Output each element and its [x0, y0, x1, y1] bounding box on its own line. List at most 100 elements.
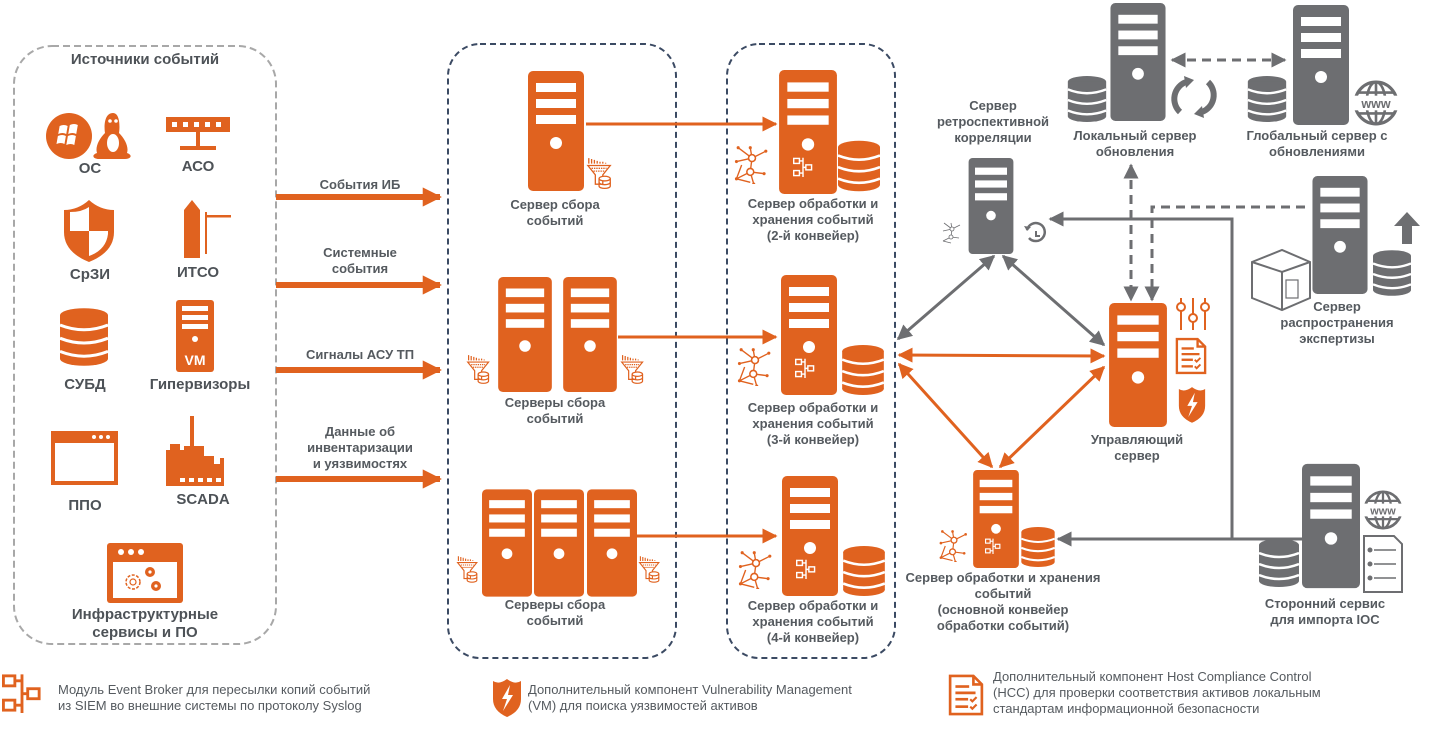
factory-icon	[166, 416, 224, 486]
processor-label-4: Сервер обработки и хранения событий (4-й…	[747, 598, 879, 645]
legend-event-broker-icon	[2, 673, 41, 713]
ioc-server	[1302, 463, 1360, 589]
local-update-server-group	[1067, 3, 1217, 122]
global-update-server-group	[1247, 5, 1399, 126]
arrow-retro-processors	[896, 254, 996, 341]
source-label-os: ОС	[78, 160, 102, 177]
database-icon	[838, 140, 880, 192]
turnstile-icon	[184, 200, 231, 258]
collector-server	[498, 277, 552, 392]
database-icon	[842, 345, 884, 395]
windows-linux-icon	[46, 113, 131, 159]
correlation-network-icon	[942, 222, 961, 244]
flow-label-4: Данные об инвентаризации и уязвимостях	[307, 424, 413, 471]
refresh-icon	[1171, 79, 1217, 115]
database-icon	[843, 546, 885, 596]
legend-hcc-document-icon	[948, 674, 984, 716]
legend-vm-text: Дополнительный компонент Vulnerability M…	[528, 682, 852, 713]
database-icon	[1247, 76, 1287, 122]
processor-server	[782, 476, 838, 596]
collector-to-processor-arrows	[586, 116, 778, 544]
manager-label: Управляющий сервер	[1090, 432, 1184, 463]
upload-arrow-icon	[1394, 212, 1420, 244]
arrow-retro-manager	[1001, 254, 1106, 347]
ioc-feed-line	[1048, 211, 1302, 541]
correlation-network-icon	[738, 551, 773, 589]
source-label-aso: АСО	[181, 158, 215, 175]
correlation-network-icon	[734, 146, 769, 184]
legend-vm-shield-icon	[493, 679, 521, 717]
hcc-document-icon	[1175, 337, 1207, 375]
shield-icon	[64, 200, 114, 262]
package-icon	[1251, 248, 1311, 312]
collector-server	[534, 489, 584, 597]
www-globe-icon	[1363, 490, 1403, 530]
main-processor-server	[973, 470, 1019, 568]
expertise-server	[1312, 176, 1368, 294]
expertise-server-group	[1251, 176, 1420, 312]
collectors-boundary	[447, 43, 677, 659]
processor-label-2: Сервер обработки и хранения событий (2-й…	[747, 196, 879, 243]
funnel-icon	[456, 555, 478, 583]
global-update-label: Глобальный сервер с обновлениями	[1246, 128, 1388, 159]
manager-server	[1109, 303, 1167, 427]
manager-server-group	[1109, 298, 1210, 427]
processor-3	[737, 275, 884, 395]
retro-server-group	[942, 158, 1047, 254]
flow-arrows	[276, 187, 442, 489]
arrow-processors-manager	[897, 347, 1106, 364]
app-window-icon	[51, 431, 118, 485]
flow-label-2: Системные события	[323, 245, 397, 276]
retro-server	[968, 158, 1014, 254]
update-lines	[1123, 52, 1305, 302]
source-label-subd: СУБД	[64, 376, 106, 393]
funnel-icon	[467, 354, 490, 384]
source-label-scada: SCADA	[176, 491, 230, 508]
www-globe-icon	[1353, 80, 1399, 126]
collector-server	[587, 489, 637, 597]
ioc-label: Сторонний сервис для импорта IOC	[1264, 596, 1386, 627]
svg-text:VM: VM	[185, 352, 206, 368]
processor-label-3: Сервер обработки и хранения событий (3-й…	[747, 400, 879, 447]
collector-server	[563, 277, 617, 392]
local-update-label: Локальный сервер обновления	[1073, 128, 1197, 159]
network-switch-icon	[166, 117, 230, 150]
processor-server	[779, 70, 837, 194]
legend-hcc-text: Дополнительный компонент Host Compliance…	[993, 669, 1321, 716]
funnel-icon	[638, 555, 660, 583]
window-gears-icon	[107, 543, 183, 603]
expertise-label: Сервер распространения экспертизы	[1280, 299, 1394, 346]
correlation-network-icon	[737, 348, 772, 386]
arrow-processors-main	[897, 362, 994, 469]
funnel-icon	[621, 354, 644, 384]
sources-boundary	[13, 45, 277, 645]
arrow-main-manager	[998, 365, 1106, 469]
main-processor-label: Сервер обработки и хранения событий (осн…	[905, 570, 1101, 633]
processor-2	[734, 70, 880, 194]
flow-label-1: События ИБ	[319, 177, 401, 192]
correlation-network-icon	[938, 530, 968, 562]
retro-label: Сервер ретроспективной корреляции	[936, 98, 1050, 145]
database-icon	[1021, 527, 1055, 567]
expertise-manager-line	[1144, 205, 1305, 302]
local-update-server	[1110, 3, 1166, 121]
flow-label-3: Сигналы АСУ ТП	[305, 347, 415, 362]
database-icon	[1259, 537, 1299, 589]
collector-server	[482, 489, 532, 597]
source-label-srzi: СрЗИ	[69, 266, 111, 283]
legend-event-broker-text: Модуль Event Broker для пересылки копий …	[58, 682, 371, 713]
global-update-server	[1293, 5, 1349, 125]
sources-title: Источники событий	[70, 51, 220, 68]
database-icon	[60, 308, 108, 366]
feed-document-icon	[1363, 535, 1403, 593]
source-label-itso: ИТСО	[176, 264, 220, 281]
processors-boundary	[726, 43, 896, 659]
database-icon	[1373, 250, 1411, 296]
collector-label-2: Серверы сбора событий	[504, 395, 606, 426]
vm-server-icon: VM	[176, 300, 214, 372]
collector-label-1: Сервер сбора событий	[510, 197, 600, 228]
collector-server	[528, 71, 584, 191]
main-processor-group	[938, 470, 1055, 568]
sliders-icon	[1176, 298, 1210, 330]
